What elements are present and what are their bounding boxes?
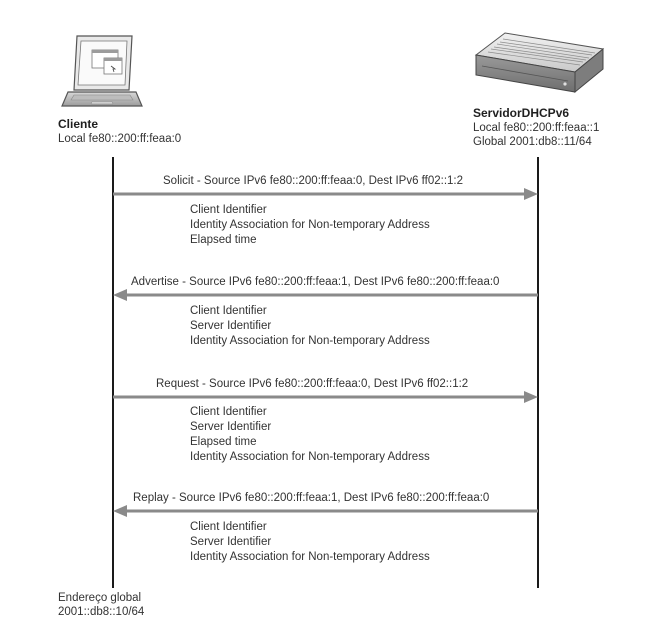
global-address-value: 2001::db8::10/64: [58, 606, 145, 618]
field-client-identifier: Client Identifier: [190, 204, 267, 216]
replay-arrow: [113, 505, 538, 517]
server-title: ServidorDHCPv6: [473, 106, 570, 120]
field-elapsed-time: Elapsed time: [190, 436, 257, 448]
field-client-identifier: Client Identifier: [190, 305, 267, 317]
client-title: Cliente: [58, 117, 99, 131]
server-local-address: Local fe80::200:ff:feaa::1: [473, 122, 600, 134]
field-elapsed-time: Elapsed time: [190, 234, 257, 246]
solicit-arrow: [113, 188, 538, 200]
field-identity-association: Identity Association for Non-temporary A…: [190, 335, 430, 347]
field-client-identifier: Client Identifier: [190, 406, 267, 418]
server-icon: [474, 32, 605, 94]
advertise-arrow: [113, 289, 538, 301]
global-address-caption: Endereço global: [58, 592, 142, 604]
advertise-label: Advertise - Source IPv6 fe80::200:ff:fea…: [131, 276, 500, 288]
field-server-identifier: Server Identifier: [190, 421, 272, 433]
solicit-fields: Client Identifier Identity Association f…: [190, 203, 430, 248]
laptop-icon: [61, 35, 143, 107]
request-label: Request - Source IPv6 fe80::200:ff:feaa:…: [156, 378, 469, 390]
solicit-label: Solicit - Source IPv6 fe80::200:ff:feaa:…: [163, 175, 464, 187]
request-fields: Client Identifier Server Identifier Elap…: [190, 405, 430, 465]
field-identity-association: Identity Association for Non-temporary A…: [190, 219, 430, 231]
request-arrow: [113, 391, 538, 403]
field-identity-association: Identity Association for Non-temporary A…: [190, 551, 430, 563]
field-identity-association: Identity Association for Non-temporary A…: [190, 451, 430, 463]
field-client-identifier: Client Identifier: [190, 521, 267, 533]
server-global-address: Global 2001:db8::11/64: [473, 136, 592, 148]
advertise-fields: Client Identifier Server Identifier Iden…: [190, 304, 430, 349]
replay-fields: Client Identifier Server Identifier Iden…: [190, 520, 430, 565]
field-server-identifier: Server Identifier: [190, 536, 272, 548]
replay-label: Replay - Source IPv6 fe80::200:ff:feaa:1…: [133, 492, 490, 504]
field-server-identifier: Server Identifier: [190, 320, 272, 332]
client-local-address: Local fe80::200:ff:feaa:0: [58, 133, 182, 145]
